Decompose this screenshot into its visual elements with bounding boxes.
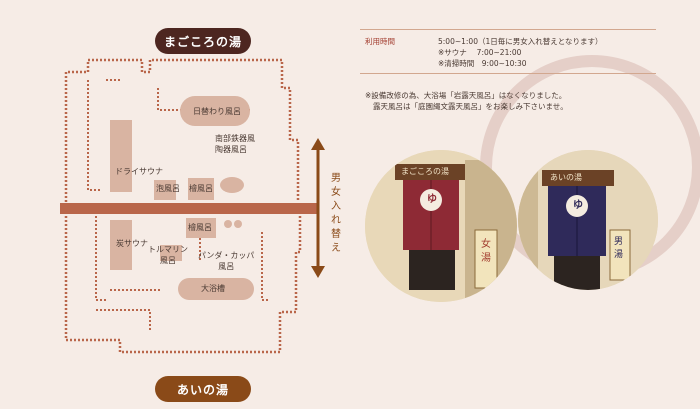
photo-sign-magokoro: まごころの湯 (401, 167, 449, 176)
room-label-awa: 泡風呂 (156, 184, 180, 193)
hours-cleaning: ※清掃時間 9:00~10:30 (438, 59, 527, 68)
hours-main: 5:00~1:00（1日毎に男女入れ替えとなります） (438, 37, 603, 46)
room-shape-higawari (180, 96, 250, 126)
room-shape-nanbu (220, 177, 244, 193)
room-shape-tourmaline (160, 245, 182, 261)
notice-line-2: 露天風呂は「庭園縄文露天風呂」をお楽しみ下さいませ。 (373, 102, 568, 111)
photo-side-sign-men: 男湯 (614, 237, 624, 260)
room-shape-dry-sauna (110, 120, 132, 192)
swap-label: 男女入れ替え (331, 173, 341, 254)
room-label-hinoki-bottom: 檜風呂 (188, 223, 212, 232)
room-shape-hinoki-top (188, 178, 214, 200)
info-divider-top (360, 29, 656, 30)
room-label-daiyokusou: 大浴槽 (201, 284, 225, 293)
hours-sauna: ※サウナ 7:00~21:00 (438, 48, 522, 57)
arrow-down-icon (311, 266, 325, 278)
room-label-dry-sauna: ドライサウナ (115, 167, 163, 176)
entrance-photo-magokoro: まごころの湯 ゆ 女湯 (365, 150, 517, 302)
room-label-sumi-sauna: 炭サウナ (116, 239, 148, 248)
room-shape-daiyokusou (178, 278, 254, 300)
bath-name-bottom: あいの湯 (155, 376, 251, 402)
photo-sign-ai: あいの湯 (550, 173, 582, 182)
notice-line-1: ※設備改修の為、大浴場「岩露天風呂」はなくなりました。 (365, 91, 567, 100)
photo-side-sign-women: 女湯 (481, 239, 491, 264)
room-label-nanbu: 南部鉄器風 陶器風呂 (215, 134, 255, 154)
noren-yu-icon: ゆ (427, 194, 437, 205)
room-label-higawari: 日替わり風呂 (193, 107, 241, 116)
room-label-panda: パンダ・カッパ 風呂 (198, 251, 255, 271)
divider-bar (60, 203, 318, 214)
room-label-hinoki-top: 檜風呂 (189, 184, 213, 193)
room-shape-awa (154, 180, 176, 200)
arrow-up-icon (311, 138, 325, 150)
noren-yu-icon: ゆ (573, 200, 583, 211)
info-divider-bottom (360, 73, 656, 74)
bath-name-top: まごころの湯 (155, 28, 251, 54)
room-shape-sumi-sauna (110, 220, 132, 270)
entrance-photo-ai: あいの湯 ゆ 男湯 (518, 150, 658, 290)
room-shape-hinoki-bottom (186, 218, 216, 238)
room-label-tourmaline: トルマリン 風呂 (148, 245, 188, 265)
hours-label: 利用時間 (365, 37, 395, 46)
